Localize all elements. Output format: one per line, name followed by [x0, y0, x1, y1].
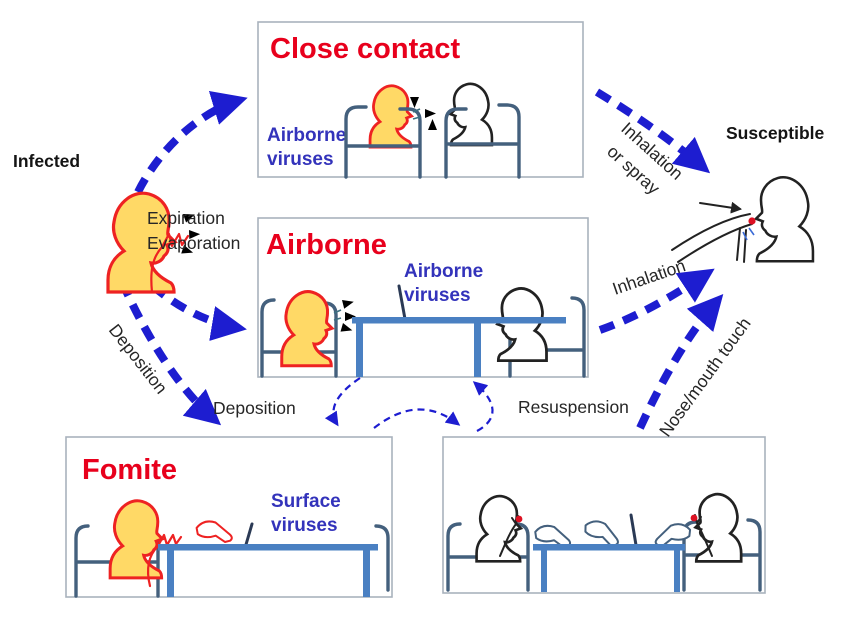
- table-icon: [158, 544, 378, 597]
- arrow-infected-to-close-contact: [134, 90, 248, 194]
- infected-figure: Infected Expiration Evaporation: [13, 151, 240, 294]
- arrow-surface-touch-to-susceptible: [636, 294, 724, 430]
- mouth-touch-dot: [690, 514, 698, 522]
- arrow-surface-touch-to-airborne-resuspension: [472, 381, 494, 432]
- table-icon: [533, 544, 685, 592]
- surface-touch-box: [442, 436, 766, 594]
- close-contact-caption-line1: Airborne: [267, 125, 346, 146]
- arrow-airborne-to-susceptible: [598, 268, 715, 334]
- expiration-label: Expiration: [147, 208, 225, 228]
- susceptible-person-icon: [754, 175, 815, 263]
- chair-icon: [444, 103, 521, 179]
- chair-icon: [344, 105, 422, 179]
- exhaled-particles-icon: [410, 97, 437, 130]
- chair-icon: [374, 524, 390, 592]
- face-pointer-arrow: [699, 201, 742, 214]
- infected-label: Infected: [13, 151, 80, 171]
- arrow-infected-to-fomite-deposition: [118, 280, 222, 426]
- close-contact-box: Close contact Airborne viruses: [257, 21, 584, 179]
- mouth-touch-dot: [515, 515, 523, 523]
- airborne-caption-line2: viruses: [404, 285, 471, 306]
- airborne-caption-line1: Airborne: [404, 261, 483, 282]
- air-surface-exchange-arrows: [324, 377, 494, 432]
- exhaled-particles-icon: [333, 297, 356, 335]
- mouth-touch-dot: [748, 217, 756, 225]
- hand-to-mouth-icon: [150, 232, 190, 294]
- susceptible-figure: Susceptible: [671, 123, 824, 263]
- susceptible-person-icon: [449, 82, 494, 147]
- arrow-fomite-to-surface-touch: [373, 408, 461, 429]
- arrow-airborne-to-fomite-deposition: [324, 377, 361, 427]
- evaporation-label: Evaporation: [147, 233, 240, 253]
- fomite-caption-line2: viruses: [271, 515, 338, 536]
- susceptible-label: Susceptible: [726, 123, 824, 143]
- hand-to-face-icon: [671, 201, 755, 263]
- table-icon: [352, 317, 566, 377]
- infected-person-icon: [368, 84, 413, 149]
- resuspension-label: Resuspension: [518, 397, 629, 417]
- fomite-title: Fomite: [82, 454, 177, 486]
- deposition-label: Deposition: [213, 398, 296, 418]
- close-contact-title: Close contact: [270, 33, 460, 65]
- close-contact-caption-line2: viruses: [267, 149, 334, 170]
- fomite-caption-line1: Surface: [271, 491, 341, 512]
- airborne-title: Airborne: [266, 229, 387, 261]
- fomite-box: Fomite Surface viruses: [65, 436, 393, 598]
- hand-to-mouth-icon: [147, 533, 183, 588]
- airborne-box: Airborne Airborne viruses: [257, 217, 589, 378]
